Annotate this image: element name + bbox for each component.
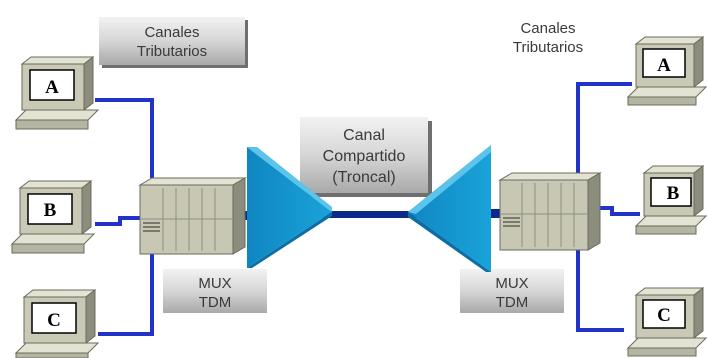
mux-right-line1: MUX (495, 275, 528, 292)
left-links (95, 98, 154, 336)
mux-label-right: MUX TDM (460, 269, 564, 313)
mux-rack-left (138, 177, 247, 255)
funnel-right (408, 145, 491, 272)
terminal-left-a-letter: A (45, 77, 59, 98)
mux-left-line2: TDM (199, 294, 232, 311)
terminal-left-b: B (10, 179, 96, 254)
mux-left-line1: MUX (198, 275, 231, 292)
link-left-b (95, 216, 143, 226)
terminal-left-b-letter: B (44, 200, 57, 221)
funnel-left (247, 147, 332, 268)
mux-right-line2: TDM (496, 294, 529, 311)
canal-line3: (Troncal) (332, 169, 395, 186)
terminal-right-b-letter: B (667, 183, 680, 204)
tributarios-label-right: Canales Tributarios (513, 20, 583, 56)
link-left-c (98, 250, 154, 336)
mux-label-left: MUX TDM (163, 269, 267, 313)
link-left-a (95, 98, 154, 178)
terminal-right-c-letter: C (657, 305, 671, 326)
terminal-right-a-letter: A (657, 55, 671, 76)
tributarios-label-left: Canales Tributarios (99, 17, 248, 68)
link-right-b (591, 206, 640, 216)
canal-line1: Canal (343, 127, 385, 144)
terminal-right-c: C (626, 286, 707, 357)
tributarios-right-line1: Canales (520, 20, 575, 37)
terminal-left-c: C (14, 288, 100, 358)
terminal-left-c-letter: C (47, 310, 61, 331)
mux-rack-right (498, 172, 602, 251)
terminal-right-a: A (626, 35, 707, 106)
tributarios-left-line1: Canales (144, 24, 199, 41)
tributarios-right-line2: Tributarios (513, 39, 583, 56)
link-right-c (576, 248, 624, 332)
right-links (576, 82, 640, 332)
terminal-right-b: B (634, 164, 707, 235)
canal-compartido-label: Canal Compartido (Troncal) (300, 117, 432, 197)
canal-line2: Compartido (323, 148, 406, 165)
link-right-a (576, 82, 632, 176)
tributarios-left-line2: Tributarios (137, 43, 207, 60)
terminal-left-a: A (14, 55, 100, 130)
